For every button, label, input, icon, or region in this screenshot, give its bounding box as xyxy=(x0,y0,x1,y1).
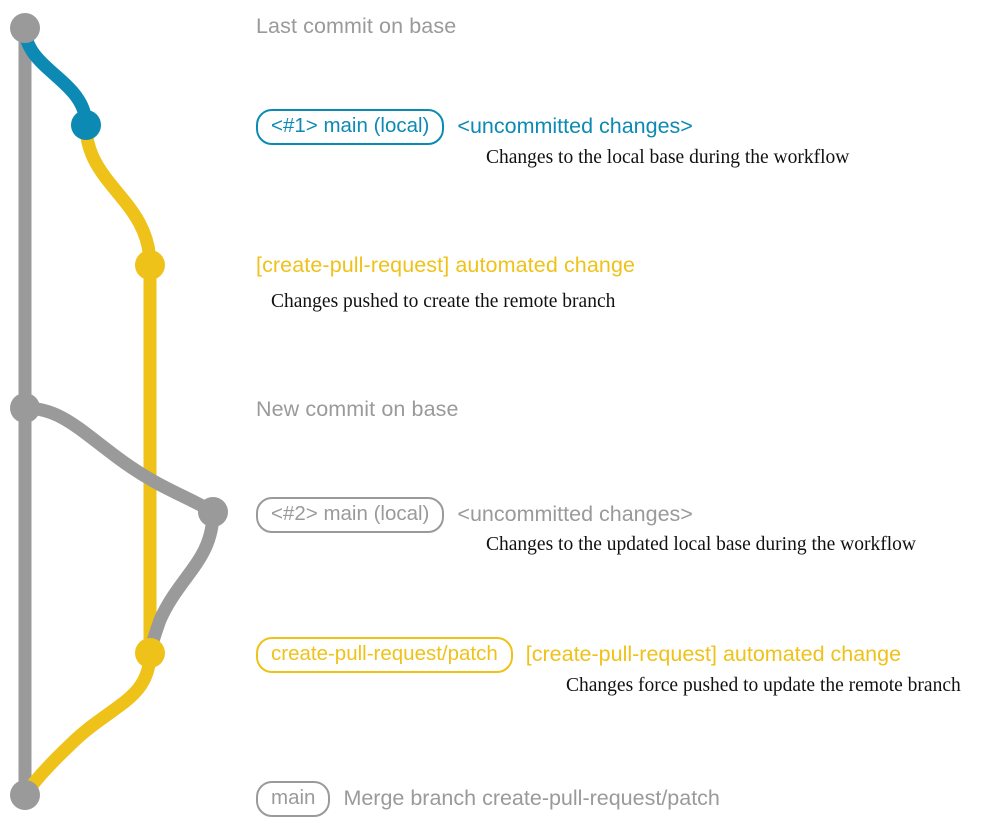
commit-row-automated-change-1: [create-pull-request] automated change xyxy=(256,253,636,277)
commit-row-automated-change-2: create-pull-request/patch [create-pull-r… xyxy=(256,637,901,673)
commit-note: Changes to the updated local base during… xyxy=(486,534,916,555)
commit-note: Changes force pushed to update the remot… xyxy=(566,675,961,696)
commit-node-patch-2[interactable] xyxy=(135,638,165,668)
commit-subject: Merge branch create-pull-request/patch xyxy=(343,786,720,810)
commit-node-base-new[interactable] xyxy=(10,393,40,423)
commit-node-base-last[interactable] xyxy=(10,13,40,43)
commit-node-local-1[interactable] xyxy=(71,110,101,140)
edge-patch2-to-merge xyxy=(18,646,157,802)
commit-node-local-2[interactable] xyxy=(198,497,228,527)
ref-badge-create-pull-request-patch[interactable]: create-pull-request/patch xyxy=(256,637,513,673)
commit-subject: New commit on base xyxy=(256,397,459,421)
ref-badge-main[interactable]: main xyxy=(256,781,331,817)
commit-row-last-commit-on-base: Last commit on base xyxy=(256,14,457,38)
commit-subject: [create-pull-request] automated change xyxy=(256,253,636,277)
commit-subject: Last commit on base xyxy=(256,14,457,38)
edge-local1-to-patch1 xyxy=(79,118,157,272)
commit-subject: [create-pull-request] automated change xyxy=(525,642,902,666)
edge-local2-to-patch2 xyxy=(143,505,220,660)
commit-node-patch-1[interactable] xyxy=(135,250,165,280)
ref-badge-main-local-2[interactable]: <#2> main (local) xyxy=(256,497,445,533)
commit-note: Changes to the local base during the wor… xyxy=(486,147,850,168)
commit-subject: <uncommitted changes> xyxy=(457,114,693,138)
commit-row-local-uncommitted-1: <#1> main (local) <uncommitted changes> xyxy=(256,109,693,145)
ref-badge-main-local-1[interactable]: <#1> main (local) xyxy=(256,109,445,145)
commit-row-local-uncommitted-2: <#2> main (local) <uncommitted changes> xyxy=(256,497,693,533)
edge-base-to-local1 xyxy=(18,21,93,132)
commit-row-merge-commit: main Merge branch create-pull-request/pa… xyxy=(256,781,720,817)
commit-node-base-merge[interactable] xyxy=(10,780,40,810)
commit-note: Changes pushed to create the remote bran… xyxy=(271,291,616,312)
commit-subject: <uncommitted changes> xyxy=(457,502,693,526)
commit-row-new-commit-on-base: New commit on base xyxy=(256,397,459,421)
edge-basenew-to-local2 xyxy=(18,401,220,519)
